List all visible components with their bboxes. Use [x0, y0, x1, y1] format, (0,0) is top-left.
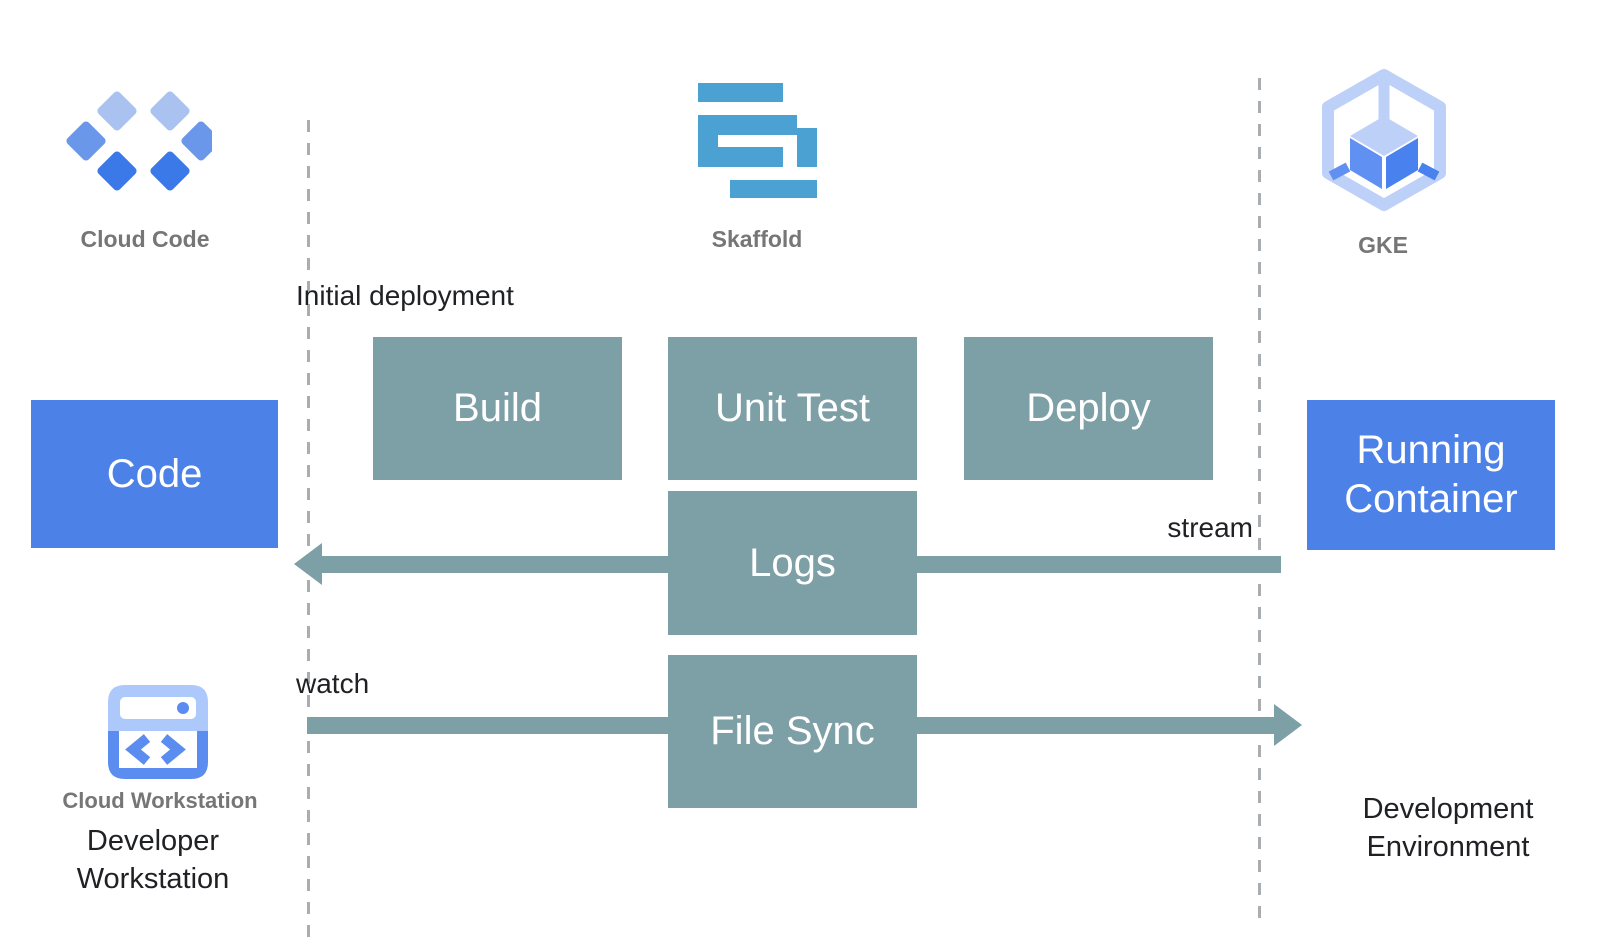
- gke-cube-left-face: [1350, 138, 1382, 189]
- gke-bottom-left-spoke: [1328, 162, 1351, 181]
- unit-test-box: Unit Test: [668, 337, 917, 480]
- initial-deployment-label: Initial deployment: [296, 280, 514, 311]
- cloud-workstation-icon: [108, 685, 208, 779]
- gke-hexagon-outline: [1322, 69, 1446, 211]
- running-container-box: Running Container: [1307, 400, 1555, 550]
- gke-cube-top-face: [1350, 116, 1418, 156]
- file-sync-arrow-right-segment: [917, 717, 1274, 734]
- file-sync-arrowhead-right: [1274, 704, 1302, 746]
- deploy-box: Deploy: [964, 337, 1213, 480]
- logs-box: Logs: [668, 491, 917, 635]
- gke-cube-right-face: [1386, 138, 1418, 189]
- workstation-chevron-right-icon: [160, 734, 186, 765]
- skaffold-label: Skaffold: [711, 226, 803, 252]
- gke-label: GKE: [1358, 232, 1408, 258]
- workstation-chevron-left-icon: [125, 734, 151, 765]
- workstation-title-bar: [120, 697, 196, 719]
- logs-arrow-left-segment: [316, 556, 668, 573]
- right-lane-dashed-line: [1258, 78, 1261, 923]
- gke-icon: [1322, 69, 1446, 211]
- cloud-code-label: Cloud Code: [80, 226, 210, 252]
- file-sync-arrow-left-segment: [307, 717, 668, 734]
- cloud-code-icon: [66, 91, 212, 191]
- cloud-workstation-label: Cloud Workstation: [62, 788, 258, 813]
- file-sync-box: File Sync: [668, 655, 917, 808]
- gke-bottom-right-spoke: [1417, 162, 1440, 181]
- code-box: Code: [31, 400, 278, 548]
- watch-label: watch: [296, 668, 370, 699]
- logs-arrow-right-segment: [917, 556, 1281, 573]
- left-lane-dashed-line: [307, 120, 310, 942]
- cloud-code-diamonds: [66, 91, 212, 191]
- workstation-title-bar-dot: [177, 702, 189, 714]
- development-environment-label: Development Environment: [1362, 793, 1534, 863]
- build-box: Build: [373, 337, 622, 480]
- skaffold-logo-bars: [698, 83, 817, 198]
- developer-workstation-label: Developer Workstation: [76, 825, 230, 895]
- skaffold-icon: [698, 83, 817, 198]
- stream-label: stream: [1167, 512, 1253, 543]
